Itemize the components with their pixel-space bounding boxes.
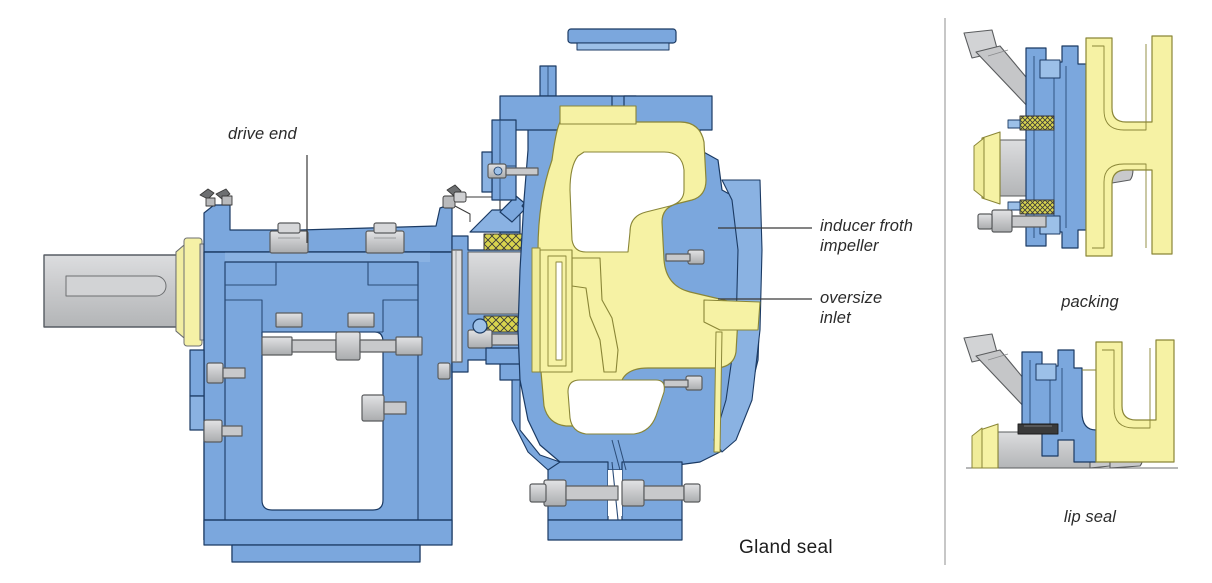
callout-label-inducer-froth-impeller: inducer froth impeller [820,217,914,255]
inset-caption-packing: packing [1061,293,1119,311]
packing-rings-lower [1019,199,1055,215]
packing-rings-upper [1019,115,1055,131]
lip-seal-element [1017,423,1059,435]
packing-detail-inset [963,29,1173,257]
callout-label-oversize-inlet: oversize inlet [820,289,883,327]
callout-leaders [306,155,812,300]
lip-seal-detail-inset [963,333,1178,469]
bearing-housing [189,203,453,563]
drive-shaft [43,254,185,328]
casing-bolt-lower-right [663,375,703,391]
packing-gland-bolt [977,209,1047,233]
housing-cross-bolt [261,331,423,361]
packing-liner [1085,35,1173,257]
inset-caption-lip-seal: lip seal [1063,508,1117,526]
bearing-cap-bolts [269,222,405,254]
casing-bottom-flange [529,461,701,521]
volute-liner [531,105,761,453]
bearing-housing-oiler [442,184,501,222]
casing-bolt-mid-right [665,249,705,265]
callout-label-drive-end: drive end [228,125,297,143]
discharge-cover-plate [567,28,677,51]
bearing-housing-breather [199,188,233,207]
label-gland-seal: Gland seal [739,537,833,558]
casing-bolt-upper-left [487,163,539,179]
main-pump-assembly [43,28,763,563]
lip-seal-liner [1095,339,1175,463]
housing-small-bolts [203,312,451,443]
